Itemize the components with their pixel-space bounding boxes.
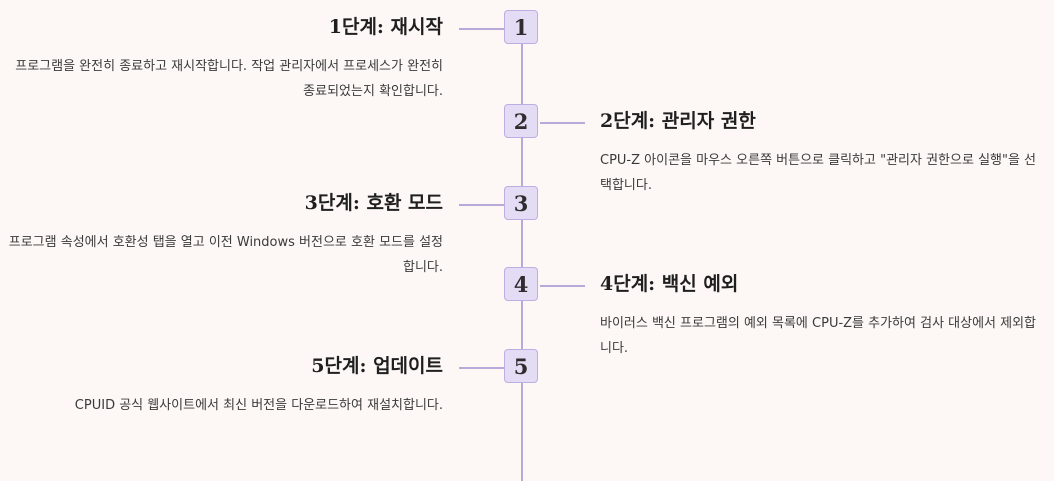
step-title: 2단계: 관리자 권한 bbox=[600, 110, 756, 132]
step-connector bbox=[459, 204, 504, 206]
step-connector bbox=[459, 28, 504, 30]
step-card: 4단계: 백신 예외 바이러스 백신 프로그램의 예외 목록에 CPU-Z를 추… bbox=[600, 268, 1040, 361]
step-connector bbox=[540, 122, 585, 124]
step-description: 프로그램을 완전히 종료하고 재시작합니다. 작업 관리자에서 프로세스가 완전… bbox=[15, 59, 443, 99]
timeline-step-1: 1 1단계: 재시작 프로그램을 완전히 종료하고 재시작합니다. 작업 관리자… bbox=[0, 10, 1054, 99]
step-description: 프로그램 속성에서 호환성 탭을 열고 이전 Windows 버전으로 호환 모… bbox=[8, 235, 443, 275]
timeline-step-3: 3 3단계: 호환 모드 프로그램 속성에서 호환성 탭을 열고 이전 Wind… bbox=[0, 186, 1054, 275]
step-description: CPUID 공식 웹사이트에서 최신 버전을 다운로드하여 재설치합니다. bbox=[74, 398, 443, 413]
step-number-badge: 5 bbox=[504, 349, 538, 383]
step-number-badge: 4 bbox=[504, 267, 538, 301]
step-title: 3단계: 호환 모드 bbox=[304, 192, 443, 214]
step-card: 1단계: 재시작 프로그램을 완전히 종료하고 재시작합니다. 작업 관리자에서… bbox=[0, 11, 443, 104]
timeline-step-4: 4 4단계: 백신 예외 바이러스 백신 프로그램의 예외 목록에 CPU-Z를… bbox=[0, 267, 1054, 356]
step-card: 5단계: 업데이트 CPUID 공식 웹사이트에서 최신 버전을 다운로드하여 … bbox=[0, 350, 443, 418]
step-connector bbox=[459, 367, 504, 369]
step-card: 3단계: 호환 모드 프로그램 속성에서 호환성 탭을 열고 이전 Window… bbox=[0, 187, 443, 280]
timeline-axis bbox=[521, 28, 523, 481]
step-title: 4단계: 백신 예외 bbox=[600, 273, 739, 295]
step-title: 5단계: 업데이트 bbox=[311, 355, 443, 377]
step-connector bbox=[540, 285, 585, 287]
step-number-badge: 3 bbox=[504, 186, 538, 220]
step-title: 1단계: 재시작 bbox=[328, 16, 443, 38]
step-card: 2단계: 관리자 권한 CPU-Z 아이콘을 마우스 오른쪽 버튼으로 클릭하고… bbox=[600, 105, 1040, 198]
step-description: CPU-Z 아이콘을 마우스 오른쪽 버튼으로 클릭하고 "관리자 권한으로 실… bbox=[600, 153, 1037, 193]
timeline-step-2: 2 2단계: 관리자 권한 CPU-Z 아이콘을 마우스 오른쪽 버튼으로 클릭… bbox=[0, 104, 1054, 193]
step-description: 바이러스 백신 프로그램의 예외 목록에 CPU-Z를 추가하여 검사 대상에서… bbox=[600, 316, 1037, 356]
timeline-step-5: 5 5단계: 업데이트 CPUID 공식 웹사이트에서 최신 버전을 다운로드하… bbox=[0, 349, 1054, 413]
step-number-badge: 2 bbox=[504, 104, 538, 138]
step-number-badge: 1 bbox=[504, 10, 538, 44]
